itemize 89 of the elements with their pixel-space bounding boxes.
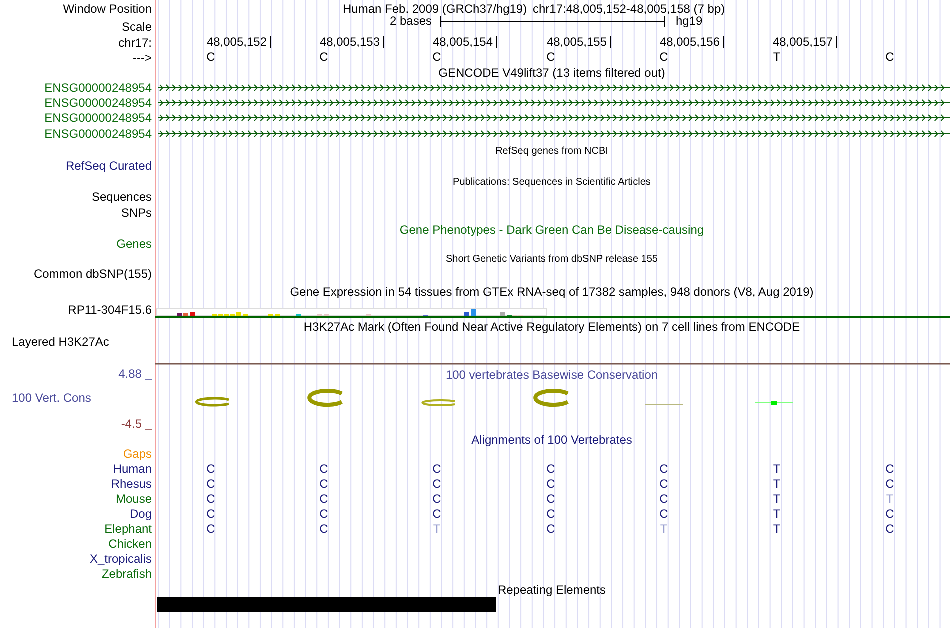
species-label: Chicken xyxy=(108,537,152,551)
aligned-base: T xyxy=(433,522,441,536)
aligned-base: C xyxy=(320,492,328,506)
base-letter: C xyxy=(432,50,442,64)
aligned-base: C xyxy=(546,507,556,521)
track-title: Publications: Sequences in Scientific Articles xyxy=(453,176,651,190)
base-letter: T xyxy=(773,50,781,64)
species-label: Human xyxy=(113,462,152,476)
aligned-base: T xyxy=(886,492,894,506)
track-label: chr17: xyxy=(118,36,152,50)
track-title: Repeating Elements xyxy=(498,583,606,597)
track-title: 100 vertebrates Basewise Conservation xyxy=(446,368,658,382)
aligned-base: C xyxy=(886,522,894,536)
aligned-base: T xyxy=(660,522,668,536)
gene-label: ENSG00000248954 xyxy=(44,111,152,125)
base-letter: C xyxy=(206,50,216,64)
track-title: Short Genetic Variants from dbSNP release 155 xyxy=(446,253,658,267)
track-label: RefSeq Curated xyxy=(66,159,152,173)
aligned-base: C xyxy=(432,462,442,476)
track-title: Gene Expression in 54 tissues from GTEx RNA-seq of 17382 samples, 948 donors (V8, Aug 2019) xyxy=(290,285,814,299)
aligned-base: C xyxy=(206,522,216,536)
base-letter: C xyxy=(660,50,668,64)
track-title: Gene Phenotypes - Dark Green Can Be Disease-causing xyxy=(400,223,704,237)
aligned-base: C xyxy=(206,507,216,521)
track-label: SNPs xyxy=(121,206,152,220)
aligned-base: C xyxy=(546,462,556,476)
position-label: 48,005,155 xyxy=(546,35,607,49)
aligned-base: C xyxy=(320,507,328,521)
aligned-base: C xyxy=(660,492,668,506)
aligned-base: T xyxy=(773,492,781,506)
aligned-base: C xyxy=(432,477,442,491)
aligned-base: C xyxy=(432,492,442,506)
aligned-base: C xyxy=(320,462,328,476)
base-letter: C xyxy=(320,50,328,64)
gene-label: ENSG00000248954 xyxy=(44,81,152,95)
axis-label: 4.88 _ xyxy=(118,367,152,381)
aligned-base: C xyxy=(886,507,894,521)
aligned-base: C xyxy=(206,462,216,476)
track-label: Genes xyxy=(116,237,152,251)
aligned-base: C xyxy=(660,462,668,476)
strand-label: ---> xyxy=(133,51,152,65)
aligned-base: T xyxy=(773,462,781,476)
aligned-base: C xyxy=(546,522,556,536)
species-label: X_tropicalis xyxy=(90,552,152,566)
position-label: 48,005,153 xyxy=(320,35,380,49)
track-label: Layered H3K27Ac xyxy=(12,335,110,349)
axis-label: -4.5 _ xyxy=(121,417,152,431)
track-label: Common dbSNP(155) xyxy=(34,267,152,281)
track-title: H3K27Ac Mark (Often Found Near Active Regulatory Elements) on 7 cell lines from ENCODE xyxy=(304,320,800,334)
species-label: Elephant xyxy=(104,522,152,536)
aligned-base: C xyxy=(660,507,668,521)
track-title: GENCODE V49lift37 (13 items filtered out) xyxy=(438,66,666,80)
aligned-base: T xyxy=(773,507,781,521)
species-label: Mouse xyxy=(116,492,152,506)
aligned-base: C xyxy=(320,477,328,491)
track-label: Window Position xyxy=(63,2,152,16)
aligned-base: C xyxy=(546,492,556,506)
position-label: 48,005,157 xyxy=(772,35,833,49)
position-label: chr17:48,005,152-48,005,158 (7 bp) xyxy=(533,2,726,16)
aligned-base: C xyxy=(206,477,216,491)
track-title: Alignments of 100 Vertebrates xyxy=(472,433,632,447)
aligned-base: T xyxy=(773,522,781,536)
species-label: Dog xyxy=(130,507,152,521)
base-letter: C xyxy=(546,50,556,64)
aligned-base: C xyxy=(546,477,556,491)
gene-label: ENSG00000248954 xyxy=(44,96,152,110)
aligned-base: C xyxy=(206,492,216,506)
position-label: 48,005,154 xyxy=(432,35,493,49)
scale-label: hg19 xyxy=(676,14,703,28)
scale-label: 2 bases xyxy=(390,14,432,28)
gene-label: ENSG00000248954 xyxy=(44,127,152,141)
assembly-label: Human Feb. 2009 (GRCh37/hg19) xyxy=(343,2,528,16)
track-label: Sequences xyxy=(92,190,152,204)
track-title: RefSeq genes from NCBI xyxy=(496,145,608,159)
aligned-base: C xyxy=(320,522,328,536)
aligned-base: T xyxy=(773,477,781,491)
aligned-base: C xyxy=(432,507,442,521)
position-label: 48,005,152 xyxy=(206,35,267,49)
aligned-base: C xyxy=(886,477,894,491)
aligned-base: C xyxy=(660,477,668,491)
track-label: Gaps xyxy=(123,447,152,461)
base-letter: C xyxy=(886,50,894,64)
species-label: Zebrafish xyxy=(102,567,152,581)
track-label: RP11-304F15.6 xyxy=(68,303,152,317)
species-label: Rhesus xyxy=(111,477,152,491)
track-label: Scale xyxy=(122,20,152,34)
aligned-base: C xyxy=(886,462,894,476)
track-label: 100 Vert. Cons xyxy=(12,391,92,405)
position-label: 48,005,156 xyxy=(660,35,720,49)
